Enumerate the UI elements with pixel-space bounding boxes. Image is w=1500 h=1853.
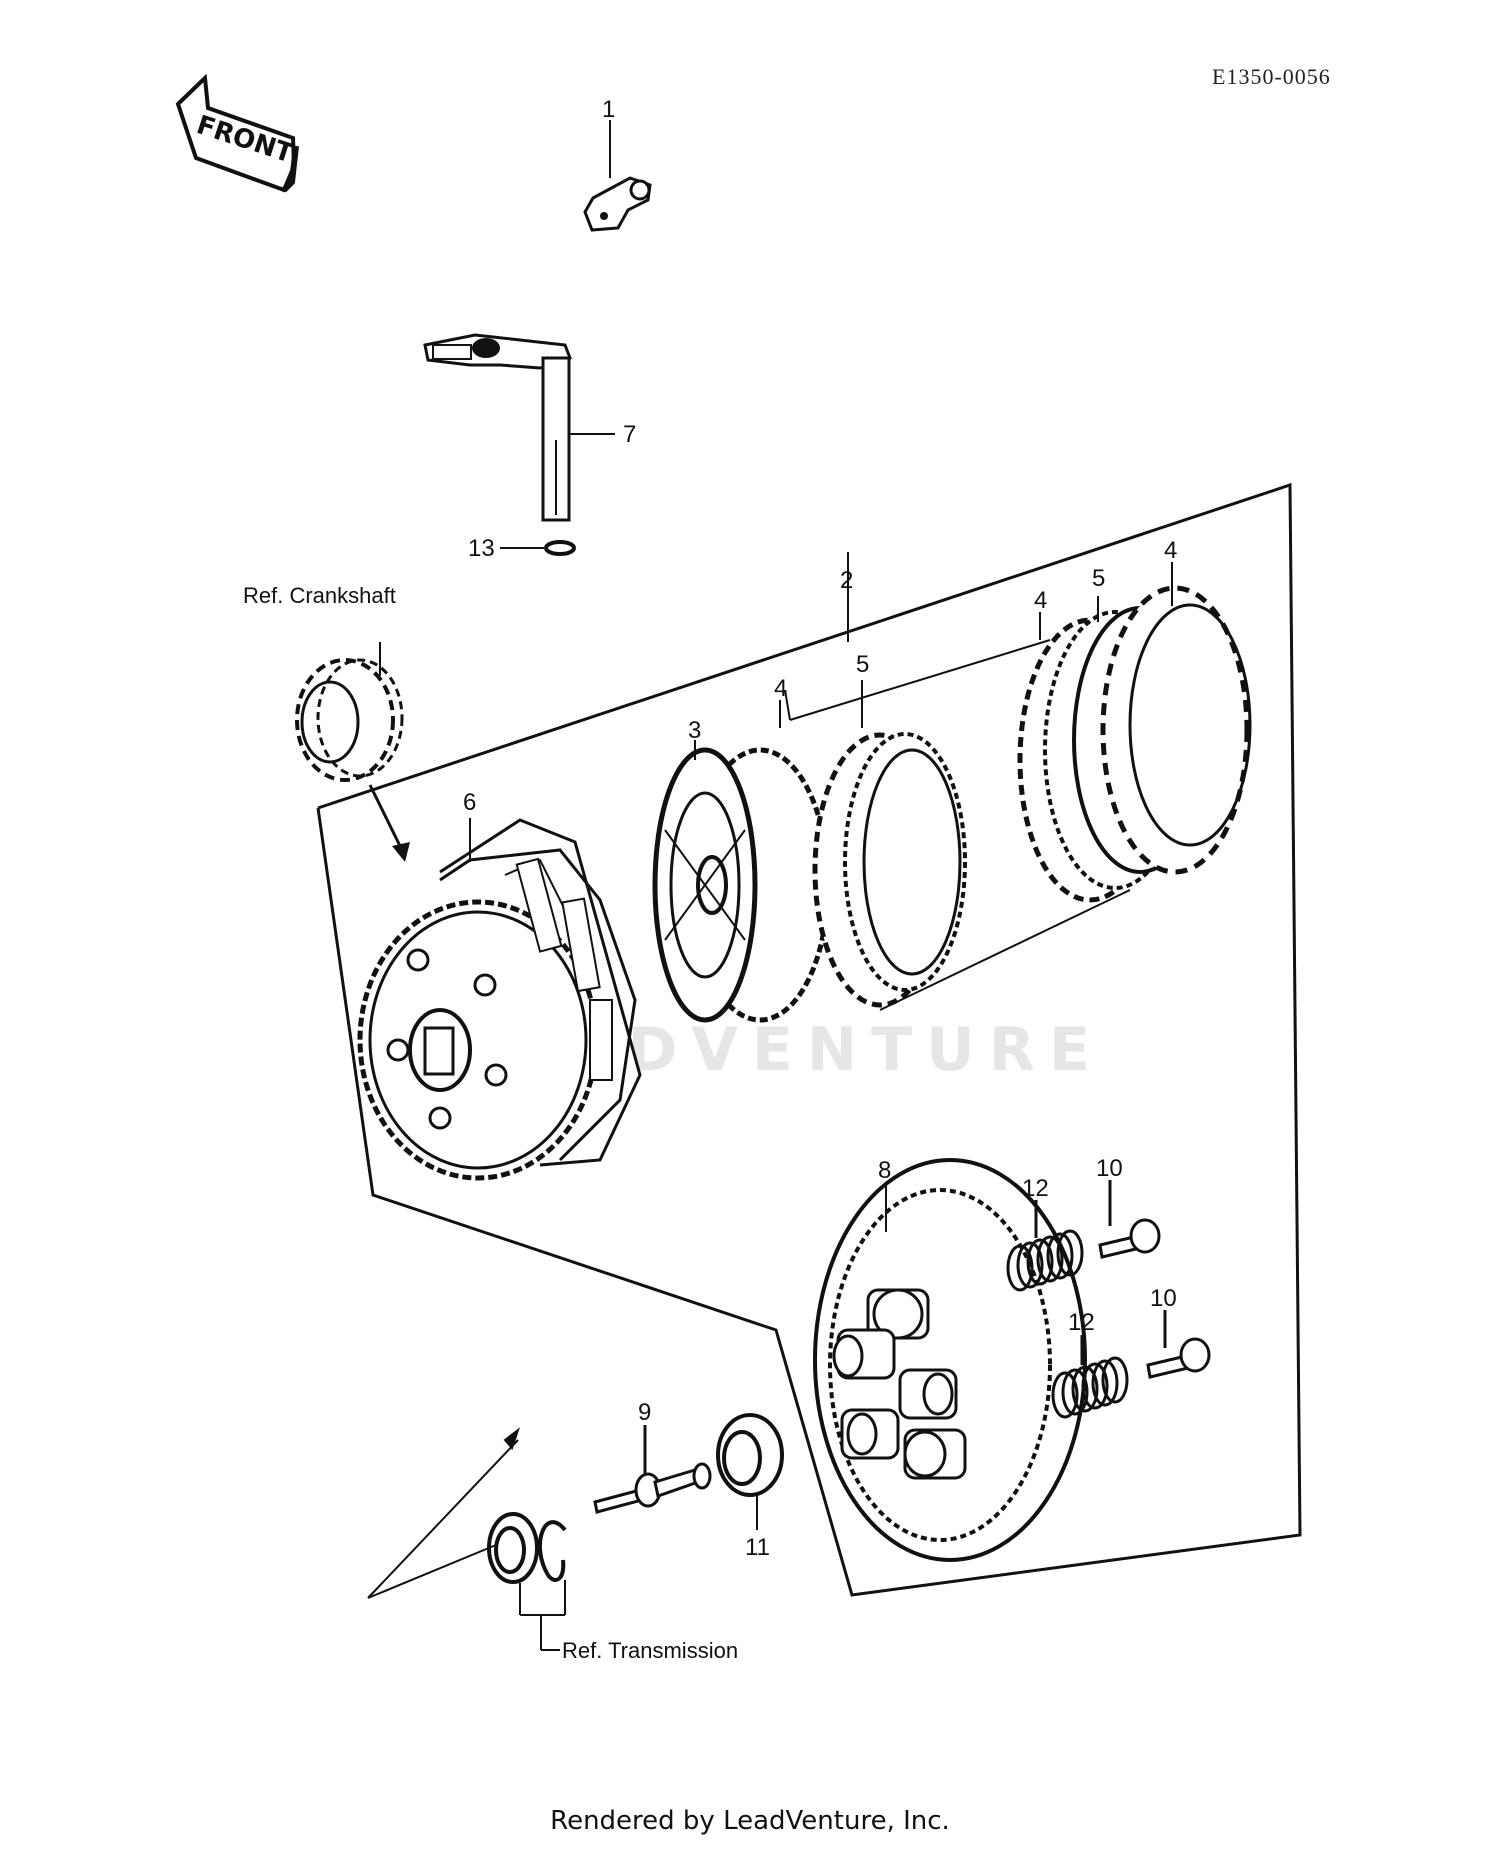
callout-1: 1 <box>602 96 615 123</box>
part-1-bracket <box>583 120 652 232</box>
callout-7: 7 <box>623 421 636 448</box>
callout-2: 2 <box>840 567 853 594</box>
part-7-release-shaft <box>423 333 615 522</box>
part-13-o-ring <box>500 540 576 556</box>
part-9-pushrod <box>593 1425 712 1514</box>
callout-9: 9 <box>638 1399 651 1426</box>
front-arrow-icon: FRONT <box>175 73 299 193</box>
callout-10-upper: 10 <box>1096 1155 1123 1182</box>
callout-12-lower: 12 <box>1068 1309 1095 1336</box>
part-8-pressure-plate <box>813 1158 1087 1562</box>
assembly-outline <box>316 482 1302 1597</box>
crankshaft-arrow <box>368 784 404 851</box>
ref-transmission-label: Ref. Transmission <box>562 1638 738 1663</box>
part-12-spring-upper <box>1006 1200 1084 1292</box>
callout-10-lower: 10 <box>1150 1285 1177 1312</box>
callout-4-rear: 4 <box>1164 537 1177 564</box>
callout-4-front: 4 <box>774 675 787 702</box>
callout-13: 13 <box>468 535 495 562</box>
part-10-bolt-lower <box>1146 1310 1211 1379</box>
plate-stack-front <box>812 732 967 1008</box>
callout-12-upper: 12 <box>1022 1175 1049 1202</box>
callout-4-middle: 4 <box>1034 587 1047 614</box>
callout-8: 8 <box>878 1157 891 1184</box>
part-3-clutch-hub <box>652 740 831 1023</box>
part-6-clutch-housing <box>357 818 642 1181</box>
callout-11: 11 <box>745 1534 770 1561</box>
callout-3: 3 <box>688 717 701 744</box>
callout-leaders-plates <box>779 552 1173 728</box>
ref-crankshaft-label: Ref. Crankshaft <box>243 583 396 608</box>
part-10-bolt-upper <box>1098 1180 1161 1259</box>
transmission-arrow <box>367 1427 520 1599</box>
callout-6: 6 <box>463 789 476 816</box>
callout-5-front: 5 <box>856 651 869 678</box>
crankshaft-gear <box>295 642 404 782</box>
callout-5-rear: 5 <box>1092 565 1105 592</box>
plate-stack-rear <box>1017 585 1252 903</box>
transmission-washers <box>487 1512 567 1651</box>
part-11-bearing <box>716 1413 784 1530</box>
plate-guide-lines <box>784 639 1131 1011</box>
part-12-spring-lower <box>1051 1335 1129 1419</box>
diagram-code: E1350-0056 <box>1212 64 1331 89</box>
footer-credit: Rendered by LeadVenture, Inc. <box>550 1806 950 1836</box>
